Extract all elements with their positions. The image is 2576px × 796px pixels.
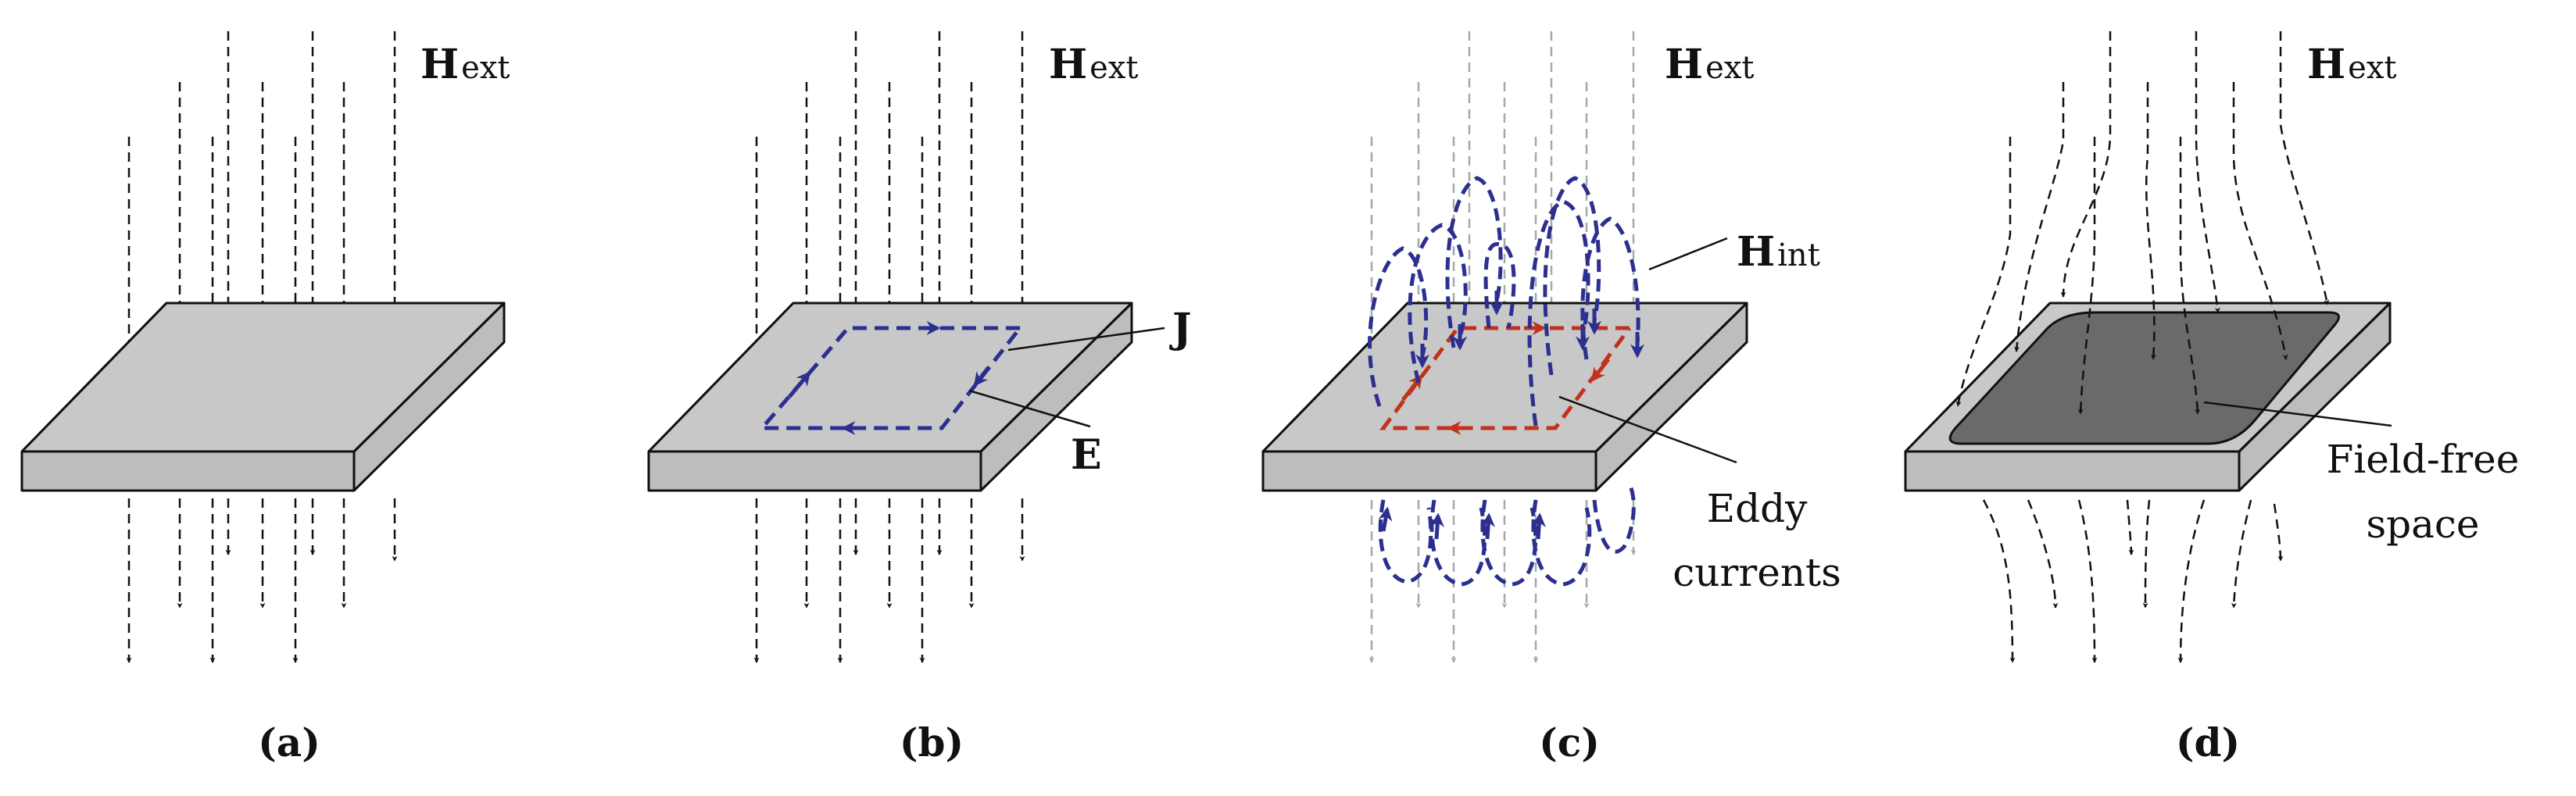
slab <box>1261 302 1748 492</box>
field-free-label-line2: space <box>2366 502 2479 547</box>
field-lines-below <box>753 498 1025 663</box>
field-free-region <box>1948 311 2340 445</box>
panel-caption: (d) <box>2176 719 2240 766</box>
bent-field-lines-above <box>1955 31 2330 415</box>
current-loop <box>757 326 1021 430</box>
induced-field-arrows <box>1378 291 1644 540</box>
field-label-h: Hext <box>2307 41 2396 88</box>
panel-caption: (a) <box>258 719 320 766</box>
slab <box>20 302 506 492</box>
current-loop-arrows <box>788 321 990 435</box>
slab <box>647 302 1133 492</box>
eddy-currents-label-line1: Eddy <box>1707 486 1809 531</box>
eddy-currents-label-line2: currents <box>1673 550 1841 595</box>
field-lines-below <box>126 498 398 663</box>
electric-field-loop <box>1379 326 1632 430</box>
field-label-h: Hext <box>420 41 510 88</box>
annotation-leader <box>2203 401 2392 427</box>
annotation-leaders <box>968 327 1165 428</box>
field-label-h: Hext <box>1665 41 1754 88</box>
electric-field-label: E <box>1071 431 1102 479</box>
induced-field-loops-below <box>1378 483 1636 587</box>
induced-field-loops-above <box>1368 176 1640 427</box>
panel-caption: (c) <box>1539 719 1600 766</box>
panel-a: Hext (a) <box>20 31 510 766</box>
annotation-leaders <box>1558 237 1737 464</box>
panel-c: Hint Eddy currents Hext (c) <box>1261 31 1841 766</box>
field-free-label-line1: Field-free <box>2327 437 2520 482</box>
panel-caption: (b) <box>900 719 964 766</box>
panel-b: J E Hext (b) <box>647 31 1192 766</box>
panel-d: Field-free space Hext (d) <box>1904 31 2520 766</box>
bent-field-lines-below <box>1982 499 2284 663</box>
field-label-h: Hext <box>1049 41 1138 88</box>
internal-field-label: Hint <box>1737 228 1820 276</box>
current-density-label: J <box>1169 305 1192 352</box>
